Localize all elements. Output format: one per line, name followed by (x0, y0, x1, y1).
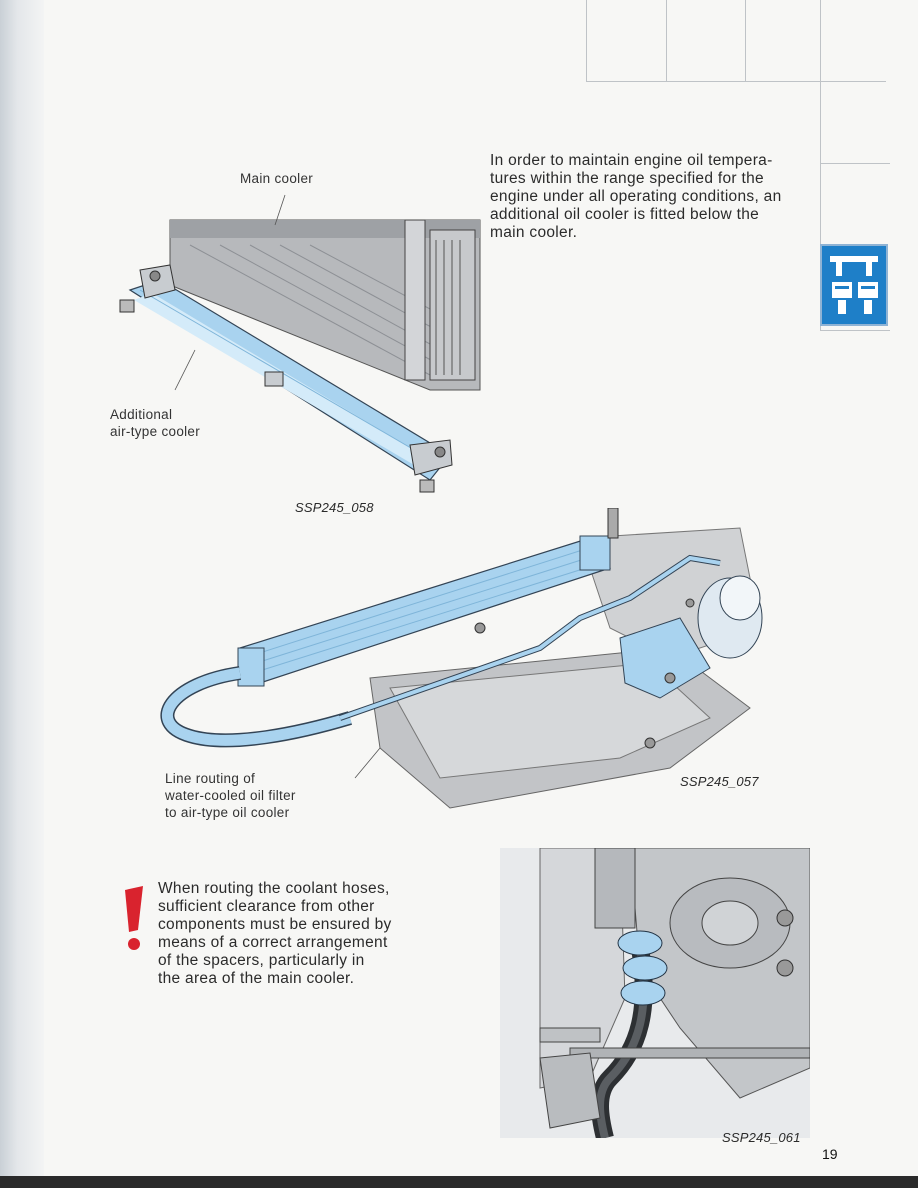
page-bottom-edge (0, 1176, 918, 1188)
label-routing-line: water-cooled oil filter (165, 788, 296, 803)
figure-main-cooler-illustration (119, 194, 481, 493)
warning-line: components must be ensured by (158, 916, 392, 933)
figure-code-057: SSP245_057 (680, 774, 759, 789)
intro-line: In order to maintain engine oil tempera- (490, 152, 773, 169)
intro-paragraph: In order to maintain engine oil tempera-… (490, 152, 810, 242)
label-additional-cooler: Additional air-type cooler (110, 406, 200, 440)
figure-code-061: SSP245_061 (722, 1130, 801, 1145)
intro-line: main cooler. (490, 224, 578, 241)
warning-line: the area of the main cooler. (158, 970, 355, 987)
warning-line: of the spacers, particularly in (158, 952, 365, 969)
label-line-routing: Line routing of water-cooled oil filter … (165, 770, 296, 821)
figure-coolant-hose-illustration (500, 848, 810, 1138)
intro-line: tures within the range specified for the (490, 170, 764, 187)
piston-icon (830, 256, 878, 314)
intro-line: engine under all operating conditions, a… (490, 188, 782, 205)
warning-line: sufficient clearance from other (158, 898, 375, 915)
label-main-cooler: Main cooler (240, 171, 314, 186)
figure-line-routing-illustration (160, 508, 763, 809)
page-binding-edge (0, 0, 44, 1188)
engine-section-icon (820, 244, 888, 326)
label-routing-line: to air-type oil cooler (165, 805, 290, 820)
label-additional-line: air-type cooler (110, 424, 201, 439)
label-routing-line: Line routing of (165, 771, 256, 786)
figure-code-058: SSP245_058 (295, 500, 374, 515)
warning-line: means of a correct arrangement (158, 934, 388, 951)
label-additional-line: Additional (110, 407, 173, 422)
spacer-group (617, 930, 668, 1006)
page-number: 19 (822, 1146, 838, 1162)
exclamation-icon (125, 886, 143, 950)
warning-line: When routing the coolant hoses, (158, 880, 390, 897)
intro-line: additional oil cooler is fitted below th… (490, 206, 760, 223)
warning-paragraph: When routing the coolant hoses, sufficie… (158, 880, 428, 988)
